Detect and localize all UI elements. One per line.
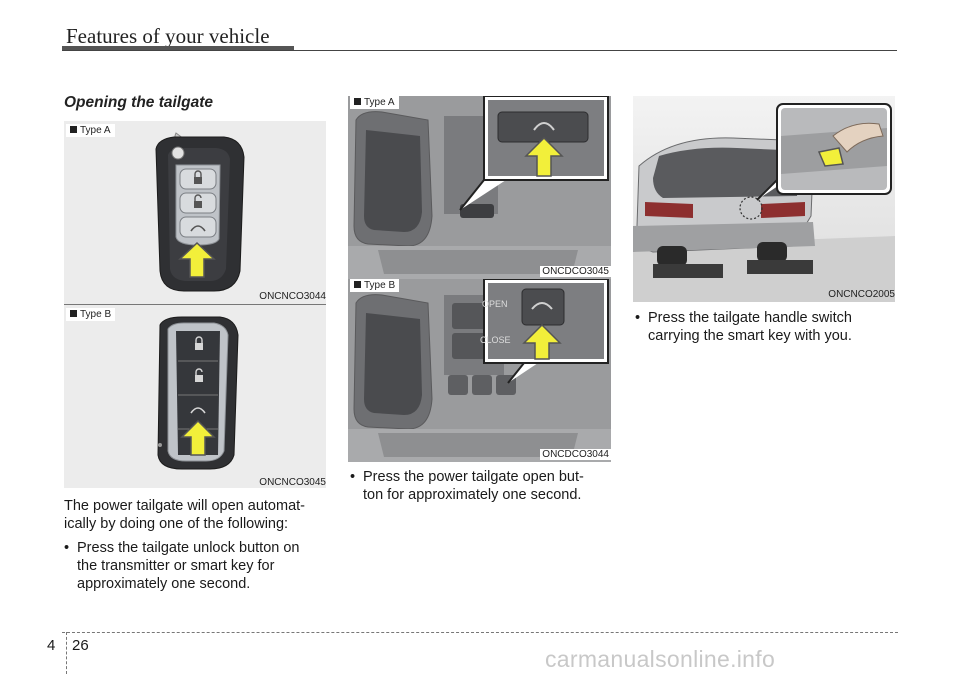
bullet-symbol: • bbox=[350, 469, 356, 485]
section-title: Opening the tailgate bbox=[64, 94, 213, 111]
figure-code: ONCDCO3044 bbox=[540, 449, 611, 460]
bullet-line: approximately one second. bbox=[77, 576, 251, 592]
header-rule bbox=[62, 50, 897, 51]
intro-line-2: ically by doing one of the following: bbox=[64, 516, 289, 532]
figure-label: Type B bbox=[66, 308, 116, 321]
figure-fob-type-a: Type A ONCNCO3044 bbox=[64, 121, 326, 304]
figure-divider bbox=[64, 304, 326, 305]
bullet-symbol: • bbox=[635, 310, 641, 326]
figure-code: ONCNCO2005 bbox=[828, 289, 895, 300]
figure-fob-type-b: Type B ONCNCO3045 bbox=[64, 305, 326, 488]
figure-label: Type A bbox=[66, 124, 115, 137]
watermark-text: carmanualsonline.info bbox=[545, 646, 776, 672]
footer-divider bbox=[66, 632, 67, 674]
intro-line-1: The power tailgate will open automat- bbox=[64, 498, 305, 514]
figure-car-tailgate: ONCNCO2005 bbox=[633, 96, 895, 302]
switch-open-label: OPEN bbox=[482, 299, 508, 309]
bullet-line: Press the power tailgate open but- bbox=[363, 469, 584, 485]
figure-code: ONCNCO3044 bbox=[259, 291, 326, 302]
switch-close-label: CLOSE bbox=[480, 335, 511, 345]
page-section-number: 4 bbox=[47, 637, 56, 654]
bullet-symbol: • bbox=[64, 540, 70, 556]
bullet-line: Press the tailgate handle switch bbox=[648, 310, 852, 326]
bullet-line: Press the tailgate unlock button on bbox=[77, 540, 300, 556]
footer-rule bbox=[62, 632, 898, 633]
bullet-line: the transmitter or smart key for bbox=[77, 558, 275, 574]
figure-console-type-a: Type A ONCDCO3045 bbox=[348, 96, 611, 279]
figure-code: ONCDCO3045 bbox=[540, 266, 611, 277]
header-accent-bar bbox=[62, 46, 294, 51]
figure-code: ONCNCO3045 bbox=[259, 477, 326, 488]
figure-label: Type A bbox=[350, 96, 399, 109]
chapter-title: Features of your vehicle bbox=[66, 24, 270, 48]
intro-paragraph: The power tailgate will open automat- ic… bbox=[64, 497, 326, 533]
bullet-line: carrying the smart key with you. bbox=[648, 328, 852, 344]
bullet-line: ton for approximately one second. bbox=[363, 487, 582, 503]
page-number: 26 bbox=[72, 637, 89, 654]
bullet-handle-switch: • Press the tailgate handle switch carry… bbox=[635, 309, 895, 345]
bullet-transmitter: • Press the tailgate unlock button on th… bbox=[64, 539, 326, 593]
bullet-power-tailgate: • Press the power tailgate open but- ton… bbox=[350, 468, 611, 504]
figure-label: Type B bbox=[350, 279, 400, 292]
figure-console-type-b: OPEN CLOSE Type B ONCDCO3044 bbox=[348, 279, 611, 462]
